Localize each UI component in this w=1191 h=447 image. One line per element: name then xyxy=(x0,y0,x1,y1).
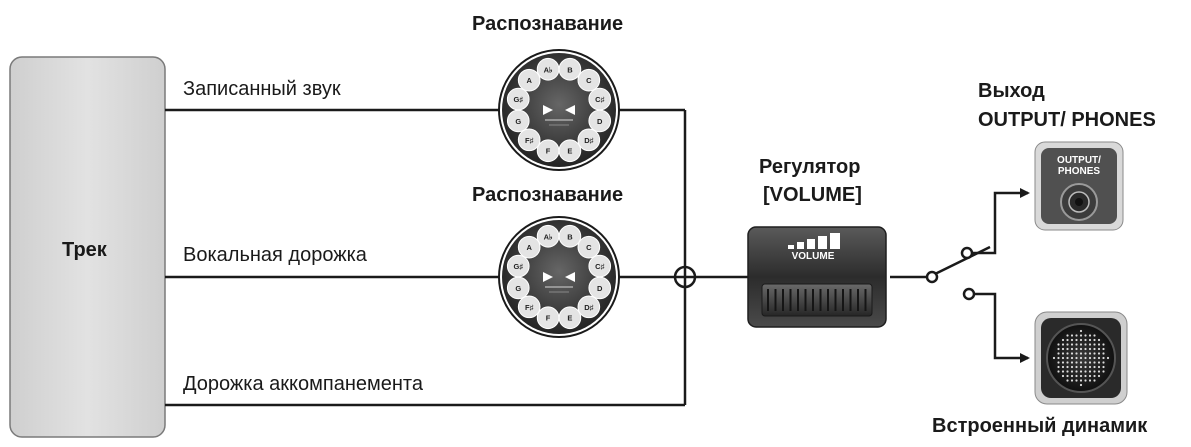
switch-blade xyxy=(934,245,991,276)
speaker-title: Встроенный динамик xyxy=(932,415,1148,437)
volume-knob-icon: VOLUME xyxy=(747,226,887,328)
note-label: F xyxy=(546,314,551,323)
switch-contact-speaker xyxy=(962,287,976,301)
note-pad xyxy=(577,128,601,152)
switch-contact-input xyxy=(925,270,939,284)
recognition-top-title: Распознавание xyxy=(472,13,624,35)
switch-contact-output xyxy=(960,246,974,260)
note-pad xyxy=(517,68,541,92)
note-label: G xyxy=(515,284,521,293)
speaker-icon xyxy=(1034,311,1128,405)
output-badge-line2: PHONES xyxy=(1058,166,1101,177)
output-badge-line1: OUTPUT/ xyxy=(1057,155,1101,166)
arrow-right-icon xyxy=(543,272,553,282)
note-label: F♯ xyxy=(525,136,534,145)
note-label: C xyxy=(586,243,592,252)
arrow-right-icon xyxy=(543,105,553,115)
note-label: D♯ xyxy=(584,136,593,145)
note-label: G xyxy=(515,117,521,126)
note-label: G♯ xyxy=(513,262,523,271)
note-pad xyxy=(536,306,560,330)
note-pad xyxy=(536,139,560,163)
recorded-line-label: Записанный звук xyxy=(183,78,341,100)
output-title-line1: Выход xyxy=(978,80,1045,102)
note-label: C♯ xyxy=(595,95,604,104)
pitch-recognition-wheel-middle: A♭ B C C♯ D D♯ E F F♯ G G♯ A xyxy=(498,216,620,338)
note-pad xyxy=(506,87,530,111)
volume-title-line1: Регулятор xyxy=(759,156,861,178)
recognition-mid-title: Распознавание xyxy=(472,184,624,206)
note-pad xyxy=(577,295,601,319)
note-label: G♯ xyxy=(513,95,523,104)
track-label: Трек xyxy=(62,239,107,261)
note-label: A♭ xyxy=(544,65,553,74)
accompaniment-line-label: Дорожка аккомпанемента xyxy=(183,373,423,395)
note-label: C♯ xyxy=(595,262,604,271)
note-pad xyxy=(506,254,530,278)
note-label: D xyxy=(597,117,603,126)
line-to-output xyxy=(972,188,1030,255)
volume-badge-text: VOLUME xyxy=(792,251,835,262)
note-label: B xyxy=(567,232,573,241)
arrow-left-icon xyxy=(565,105,575,115)
output-title-line2: OUTPUT/ PHONES xyxy=(978,109,1156,131)
note-label: E xyxy=(567,314,572,323)
track-box xyxy=(9,56,166,438)
note-label: D xyxy=(597,284,603,293)
note-label: A♭ xyxy=(544,232,553,241)
pitch-recognition-wheel-top: A♭ B C C♯ D D♯ E F F♯ G G♯ A xyxy=(498,49,620,171)
signal-lines xyxy=(165,108,1030,407)
note-label: E xyxy=(567,147,572,156)
note-label: D♯ xyxy=(584,303,593,312)
note-pad xyxy=(517,295,541,319)
volume-title-line2: [VOLUME] xyxy=(763,184,862,206)
note-label: F xyxy=(546,147,551,156)
note-pad xyxy=(558,224,582,248)
note-pad xyxy=(558,57,582,81)
note-pad xyxy=(577,68,601,92)
note-label: A xyxy=(526,76,532,85)
vocal-line-label: Вокальная дорожка xyxy=(183,244,367,266)
note-pad xyxy=(577,235,601,259)
arrow-left-icon xyxy=(565,272,575,282)
note-pad xyxy=(588,276,612,300)
note-pad xyxy=(588,109,612,133)
note-label: C xyxy=(586,76,592,85)
note-pad xyxy=(517,128,541,152)
note-label: B xyxy=(567,65,573,74)
note-label: F♯ xyxy=(525,303,534,312)
note-pad xyxy=(517,235,541,259)
headphone-jack-icon: OUTPUT/ PHONES xyxy=(1034,141,1124,231)
mix-junction-symbol xyxy=(673,265,697,289)
line-to-speaker xyxy=(975,292,1030,363)
note-label: A xyxy=(526,243,532,252)
